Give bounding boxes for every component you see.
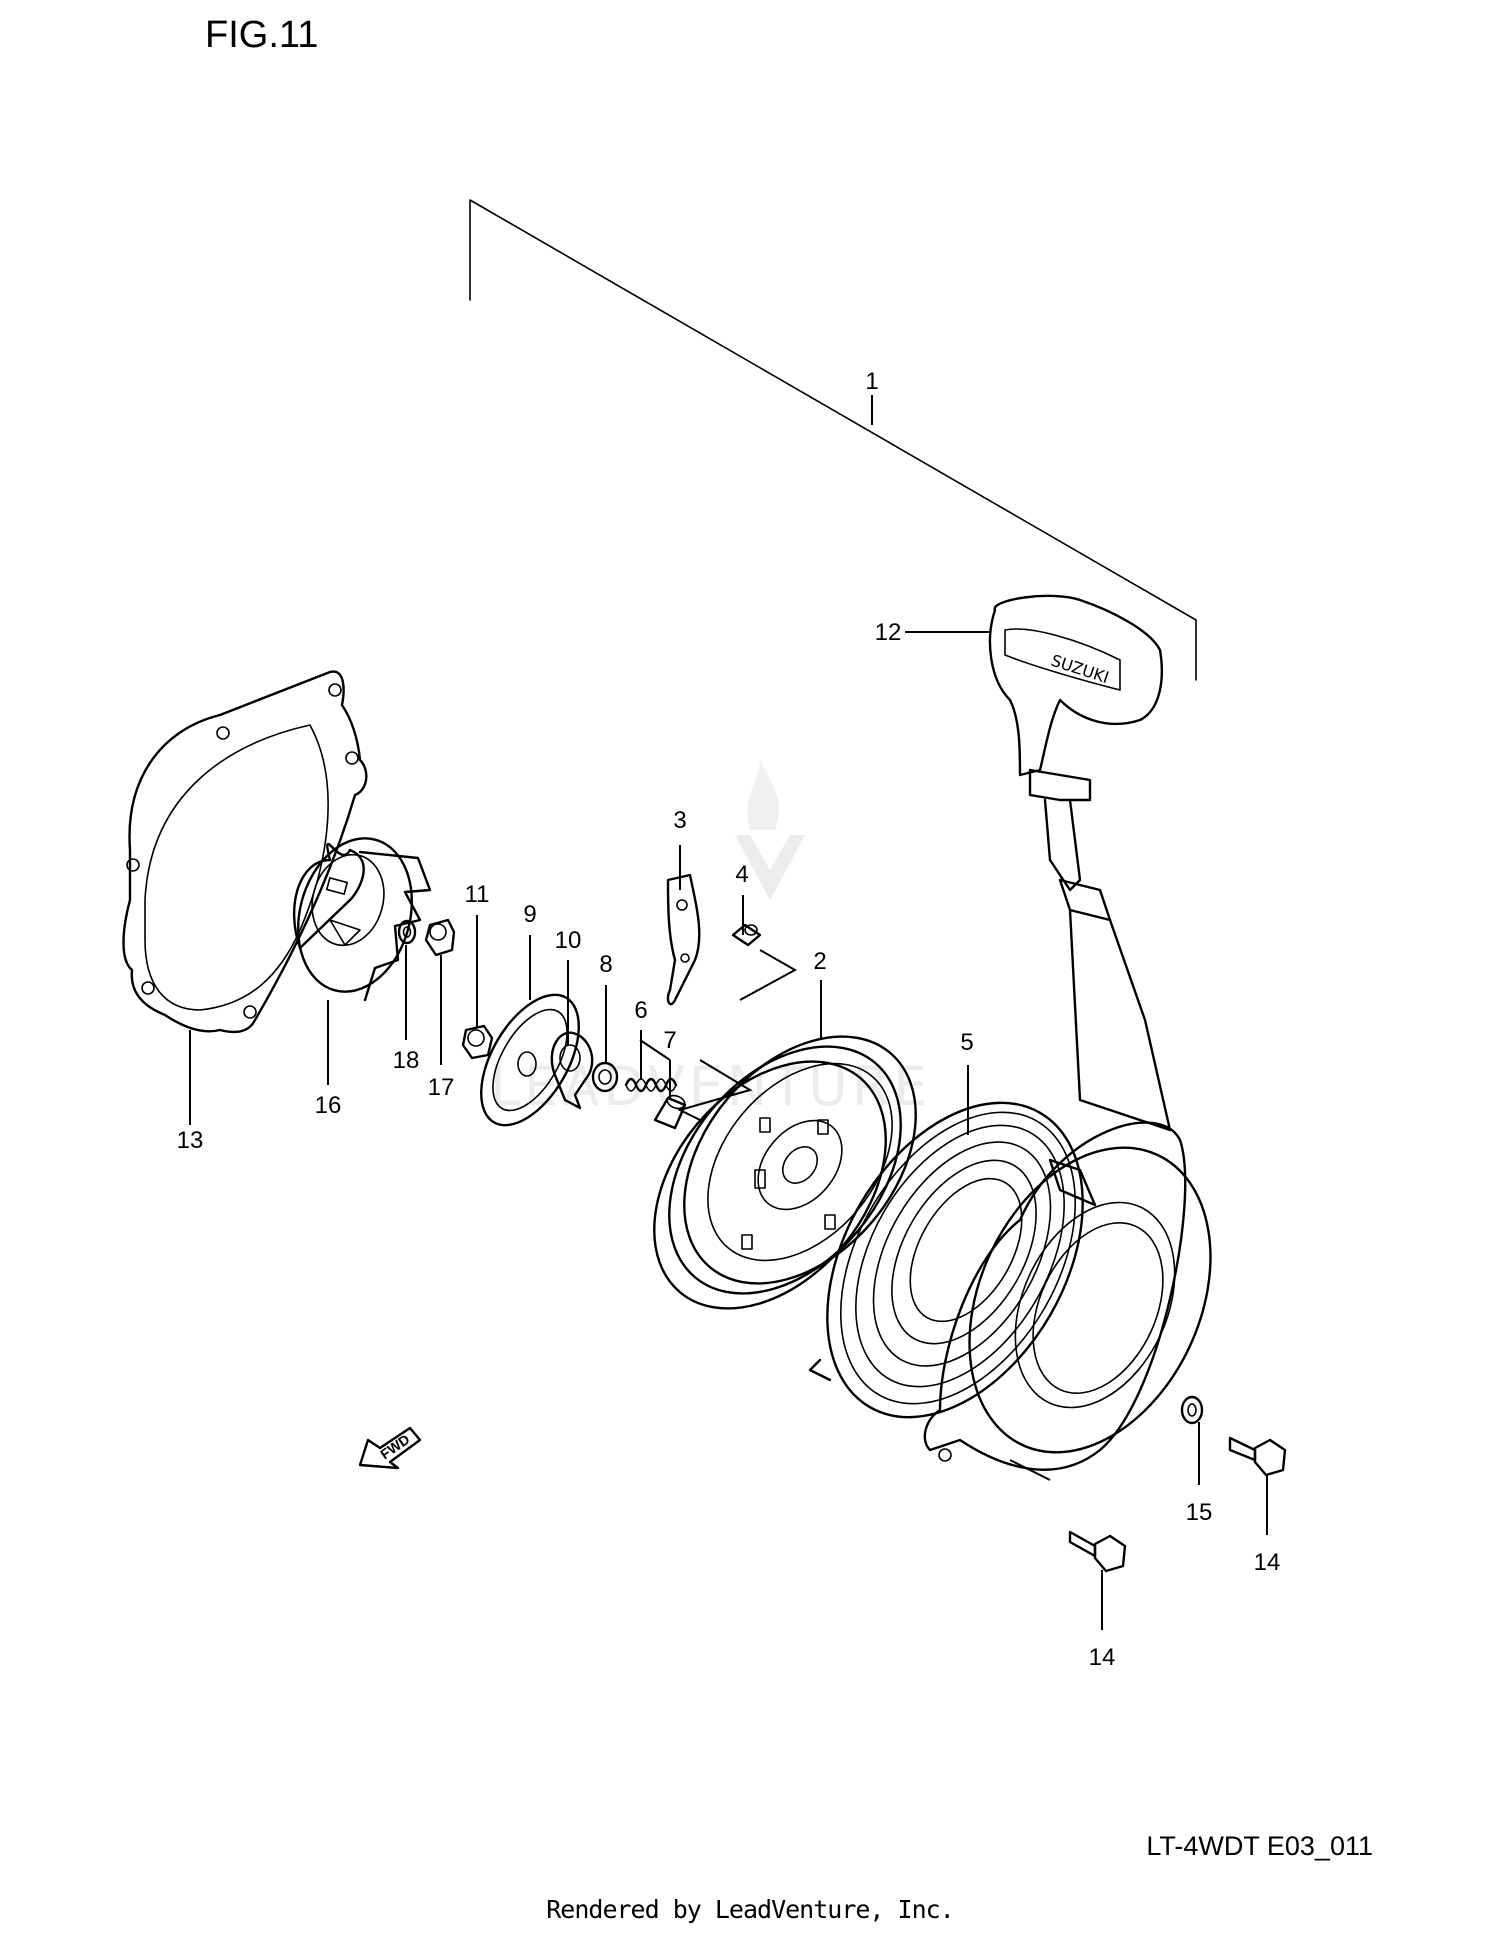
callout-11: 11 <box>465 881 490 908</box>
callout-4: 4 <box>735 861 748 888</box>
callout-2: 2 <box>813 948 826 975</box>
callout-17: 17 <box>428 1074 455 1101</box>
part-14-bolt-lower <box>1068 1530 1127 1573</box>
part-16-ratchet-guide <box>292 837 432 1002</box>
callout-15: 15 <box>1186 1499 1213 1526</box>
handle-brand-text: SUZUKI <box>1049 651 1111 687</box>
callout-12: 12 <box>875 619 902 646</box>
callout-6: 6 <box>634 997 647 1024</box>
callout-9: 9 <box>523 901 536 928</box>
render-credit-footer: Rendered by LeadVenture, Inc. <box>546 1895 955 1924</box>
part-2-starter-reel <box>653 1035 917 1310</box>
callout-14-right: 14 <box>1254 1549 1281 1576</box>
part-6-spring <box>624 1077 678 1093</box>
callout-18: 18 <box>393 1047 420 1074</box>
callout-3: 3 <box>673 807 686 834</box>
figure-title: FIG.11 <box>205 14 319 56</box>
part-3-pawl <box>666 873 701 1006</box>
callout-7: 7 <box>663 1027 676 1054</box>
callout-10: 10 <box>555 927 582 954</box>
part-10-ratchet-pawl <box>550 1031 594 1110</box>
callout-13: 13 <box>177 1127 204 1154</box>
part-1-recoil-case <box>923 1121 1212 1471</box>
part-17-nut <box>424 918 456 957</box>
assembly-bracket <box>469 199 1197 681</box>
assembly-guide-lines <box>639 949 1051 1481</box>
part-11-nut <box>461 1024 494 1060</box>
callout-labels: 1 2 3 4 5 6 7 8 9 10 11 12 13 14 14 15 1… <box>177 368 1281 1671</box>
part-5-recoil-spring <box>808 1101 1084 1419</box>
leader-lines <box>189 395 1268 1630</box>
document-code: LT-4WDT E03_011 <box>1146 1831 1373 1861</box>
callout-16: 16 <box>315 1092 342 1119</box>
callout-5: 5 <box>960 1029 973 1056</box>
fwd-arrow-icon: FWD <box>358 1426 422 1470</box>
callout-8: 8 <box>599 951 612 978</box>
part-12-starter-handle: SUZUKI <box>988 594 1172 1132</box>
part-18-washer <box>397 919 417 945</box>
part-7-collar <box>653 1094 687 1130</box>
part-4-pin <box>731 923 762 947</box>
part-15-washer <box>1180 1395 1204 1425</box>
part-14-bolt-right <box>1228 1436 1287 1477</box>
callout-1: 1 <box>865 368 878 395</box>
callout-14-lower: 14 <box>1089 1644 1116 1671</box>
